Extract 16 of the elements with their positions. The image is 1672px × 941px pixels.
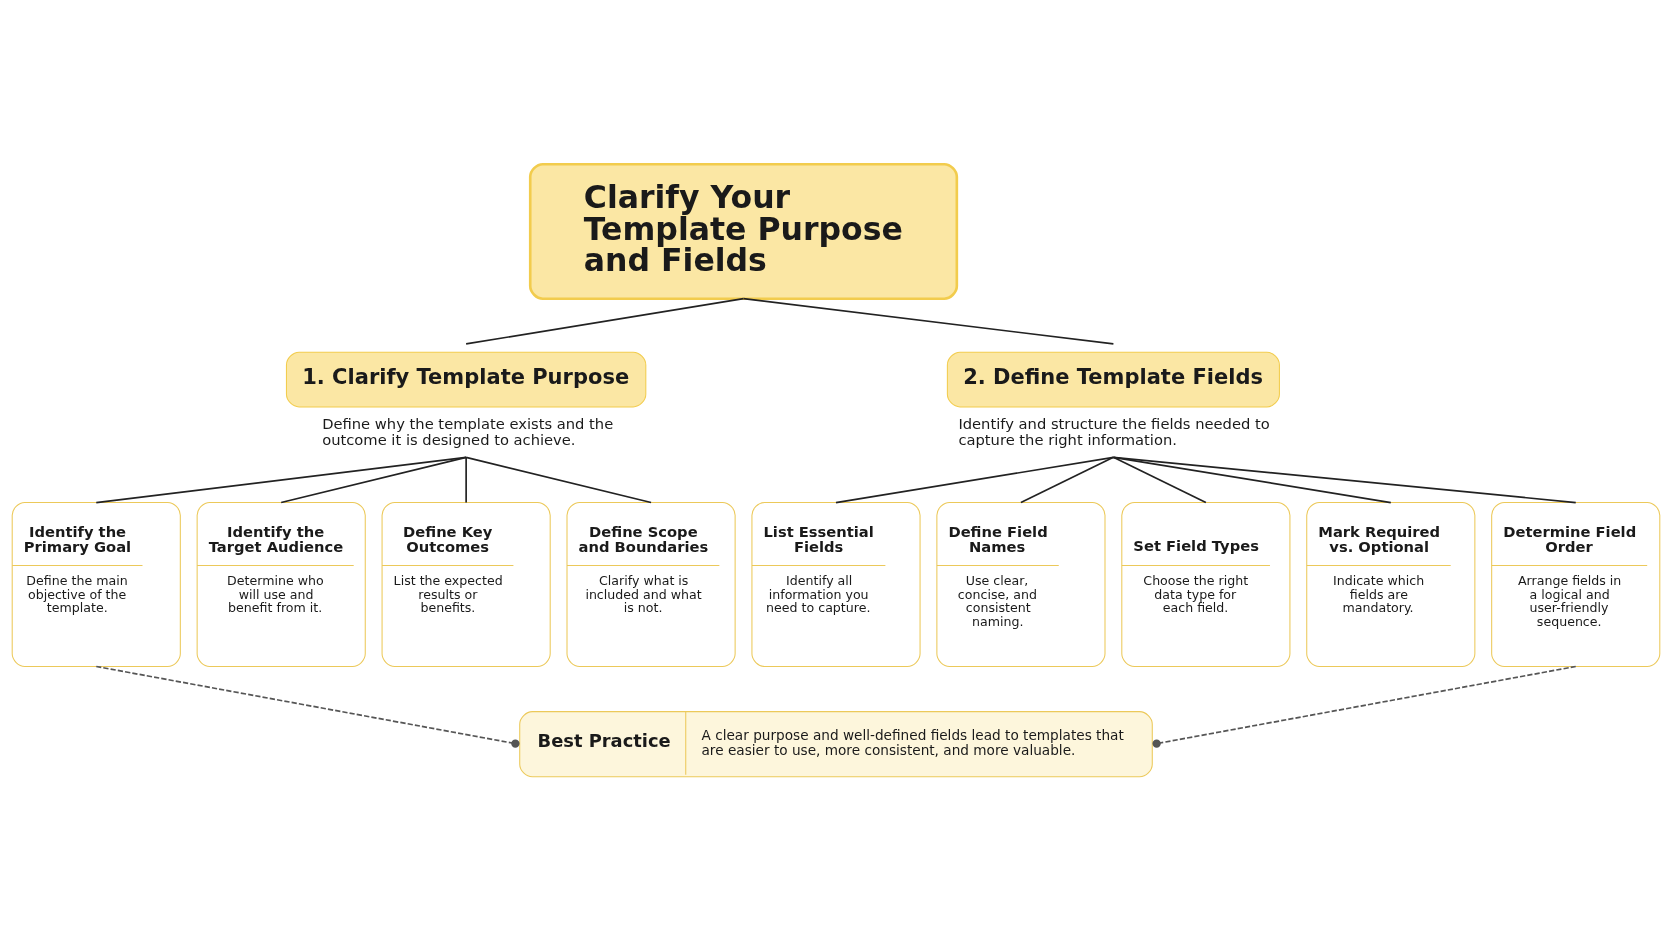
connector [1112, 456, 1577, 504]
node-label: Identify and structure the fields needed to capture the right information. [958, 415, 1270, 448]
connector [95, 665, 520, 748]
connector [1152, 665, 1577, 748]
connector [1112, 456, 1392, 504]
connector [835, 456, 1115, 504]
connector [95, 456, 467, 504]
connector [1020, 456, 1115, 504]
connector [465, 297, 745, 345]
connector [1112, 456, 1207, 504]
node-label: Define why the template exists and the outcome it is designed to achieve. [322, 415, 614, 448]
connector [465, 456, 467, 504]
connector [280, 456, 467, 504]
node-box: Clarify Your Template Purpose and Fields [528, 162, 959, 300]
connector [465, 456, 652, 504]
connector [742, 297, 1115, 345]
